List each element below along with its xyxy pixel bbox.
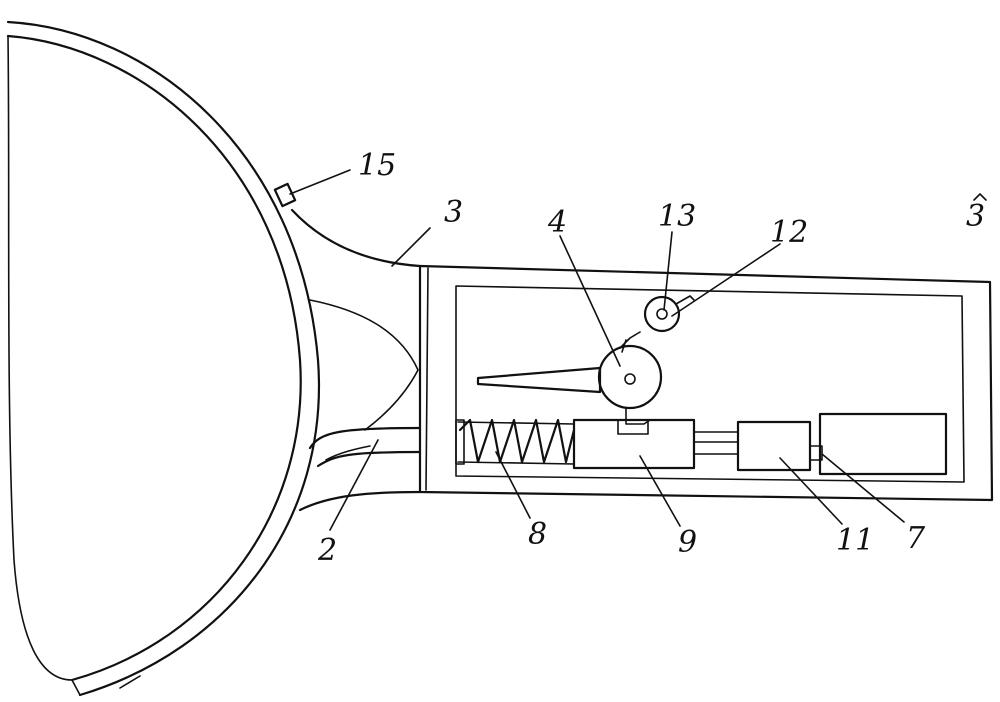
spring-lower-guide <box>457 461 575 465</box>
leader-12 <box>671 243 781 317</box>
label-7: 7 <box>906 521 926 556</box>
pawl-tooth <box>621 339 627 353</box>
label-2: 2 <box>317 533 337 568</box>
leader-11 <box>779 457 843 525</box>
leader-15 <box>289 169 351 195</box>
wheel-12-tab <box>675 295 695 305</box>
rod-2-upper <box>308 426 422 450</box>
neck-upper-curve <box>290 208 422 268</box>
connector-7 <box>809 445 823 461</box>
neck-lower-curve <box>298 490 422 512</box>
clip-15 <box>273 182 297 208</box>
label-12: 12 <box>770 215 808 250</box>
neck-inner-curve <box>309 299 419 431</box>
spring-coils <box>458 418 576 464</box>
leader-3a <box>391 227 431 267</box>
label-3-accent <box>973 193 987 201</box>
label-15: 15 <box>358 148 396 183</box>
slider-9-body <box>572 418 696 470</box>
spring-end-cap <box>455 419 465 465</box>
leader-13 <box>663 231 673 311</box>
rod-2-mid <box>325 445 371 461</box>
handle-inner <box>455 285 965 483</box>
label-11: 11 <box>836 523 874 558</box>
label-13: 13 <box>658 199 696 234</box>
wheel-assembly-12 <box>643 295 695 333</box>
wheel-assembly-4 <box>476 331 663 425</box>
slider-9-notch <box>617 419 649 435</box>
leader-4 <box>559 235 621 367</box>
neck <box>290 208 422 512</box>
end-block <box>818 412 948 476</box>
bowl-bottom-cap <box>71 679 81 696</box>
handle-body <box>418 264 994 502</box>
leader-7 <box>821 453 905 523</box>
rods-9-11 <box>693 431 739 455</box>
rod-2-lower <box>316 450 422 468</box>
label-4: 4 <box>547 205 567 240</box>
leader-8 <box>495 451 531 519</box>
wheel-4 <box>597 344 663 410</box>
bowl-head <box>6 20 321 697</box>
pawl <box>619 331 641 349</box>
wheel-4-hub <box>624 373 636 385</box>
hub-13 <box>656 308 668 320</box>
spring-upper-guide <box>457 421 575 425</box>
label-3-handle: 3 <box>966 199 985 234</box>
spring-8 <box>455 418 576 465</box>
bowl-bottom-tick <box>119 675 141 689</box>
block-11 <box>736 420 812 472</box>
leader-lines <box>289 169 905 531</box>
slider-9 <box>572 418 696 470</box>
leader-2 <box>329 439 379 531</box>
handle-divider <box>425 267 429 491</box>
label-3-neck: 3 <box>444 195 463 230</box>
bowl-left-edge <box>7 35 73 681</box>
link-4-to-9 <box>625 407 651 425</box>
label-8: 8 <box>528 517 547 552</box>
label-9: 9 <box>678 525 697 560</box>
labels: 15 3 4 13 12 3 2 8 9 11 7 <box>317 148 985 568</box>
lever-arm <box>476 366 602 394</box>
bowl-inner-rim <box>6 34 302 682</box>
wheel-12 <box>643 295 681 333</box>
handle-outer <box>418 264 994 502</box>
bowl-outer-rim <box>6 20 321 697</box>
leader-9 <box>639 455 681 527</box>
